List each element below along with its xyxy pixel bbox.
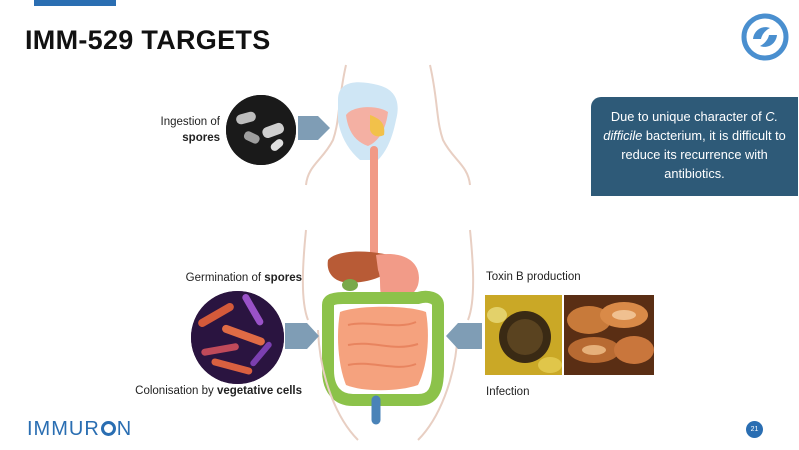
top-accent-bar: [34, 0, 116, 6]
spores-image: [226, 95, 296, 165]
colonisation-label: Colonisation by vegetative cells: [135, 385, 302, 397]
infection-label: Infection: [486, 386, 530, 398]
toxin-label: Toxin B production: [486, 271, 581, 283]
ingestion-arrow-icon: [298, 116, 330, 140]
page-number-badge: 21: [746, 421, 763, 438]
slide-title: IMM-529 TARGETS: [25, 25, 271, 55]
ingestion-label: Ingestion of spores: [160, 116, 220, 144]
immuron-logo-icon: [741, 13, 789, 61]
brand-o-icon: [100, 421, 116, 436]
infection-photo-right: [564, 295, 654, 375]
vegetative-cells-image: [191, 291, 284, 384]
toxin-arrow-icon: [446, 323, 482, 349]
digestive-system-illustration: [301, 64, 475, 441]
germination-label: Germination of spores: [185, 272, 302, 284]
infection-photo-left: [485, 295, 562, 375]
colonisation-arrow-icon: [285, 323, 319, 349]
info-callout-box: Due to unique character of C. difficile …: [591, 97, 798, 196]
